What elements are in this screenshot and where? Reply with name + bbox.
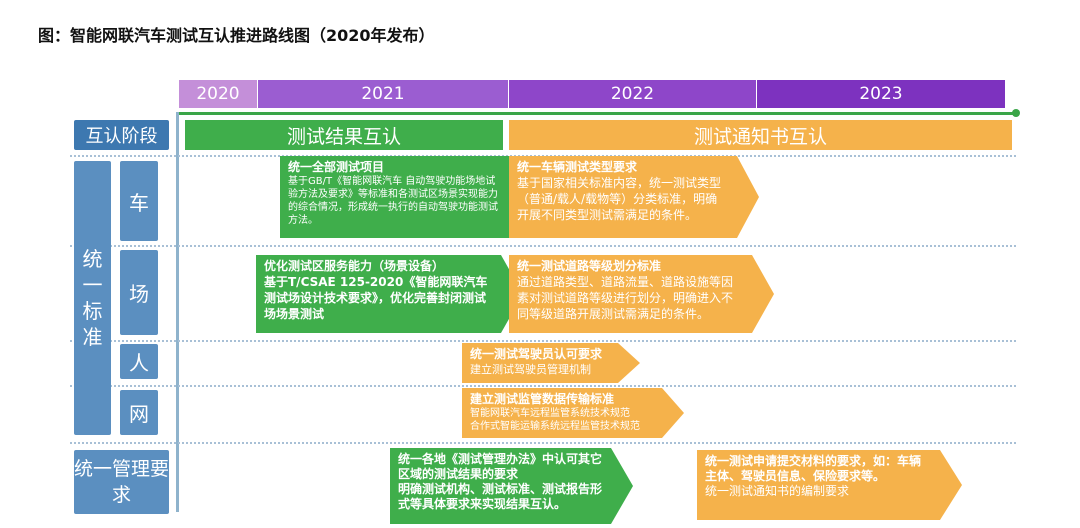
car-test-type-title: 统一车辆测试类型要求 [517,160,638,174]
management-rules-title: 统一各地《测试管理办法》中认可其它区域的测试结果的要求 [398,452,603,481]
application-materials-title: 统一测试申请提交材料的要求，如：车辆主体、驾驶员信息、保险要求等。 [705,454,922,483]
phase-label: 互认阶段 [74,120,169,150]
category-car: 车 [120,161,158,241]
car-test-type-arrow: 统一车辆测试类型要求 基于国家相关标准内容，统一测试类型（普通/载人/载物等）分… [509,156,759,238]
vertical-axis-line [176,112,179,512]
row-separator [70,245,1016,247]
driver-approval-title: 统一测试驾驶员认可要求 [470,347,603,361]
management-label: 统一管理要求 [74,450,169,514]
year-2022: 2022 [509,80,756,108]
timeline-line [176,112,1016,115]
management-rules-body: 明确测试机构、测试标准、测试报告形式等具体要求来实现结果互认。 [398,482,603,511]
phase-mutual-notice: 测试通知书互认 [509,120,1012,150]
data-transmission-body: 智能网联汽车远程监管系统技术规范 合作式智能运输系统远程监管技术规范 [470,408,640,432]
car-test-items-arrow: 统一全部测试项目 基于GB/T《智能网联汽车 自动驾驶功能场地试验方法及要求》等… [280,156,533,238]
year-2020: 2020 [179,80,257,108]
car-test-type-body: 基于国家相关标准内容，统一测试类型（普通/载人/载物等）分类标准，明确开展不同类… [517,176,722,222]
driver-approval-body: 建立测试驾驶员管理机制 [470,363,591,376]
category-site: 场 [120,250,158,335]
driver-approval-arrow: 统一测试驾驶员认可要求 建立测试驾驶员管理机制 [462,343,640,383]
row-separator [70,385,1016,387]
site-service-title: 优化测试区服务能力（场景设备） [264,259,445,273]
site-service-body: 基于T/CSAE 125-2020《智能网联汽车测试场设计技术要求》，优化完善封… [264,275,488,321]
category-person: 人 [120,344,158,379]
standard-label: 统一标准 [74,161,111,435]
row-separator [70,442,1016,444]
application-materials-body: 统一测试通知书的编制要求 [705,484,850,498]
category-network: 网 [120,390,158,435]
application-materials-arrow: 统一测试申请提交材料的要求，如：车辆主体、驾驶员信息、保险要求等。 统一测试通知… [697,450,962,520]
management-rules-arrow: 统一各地《测试管理办法》中认可其它区域的测试结果的要求 明确测试机构、测试标准、… [390,448,633,524]
year-2023: 2023 [757,80,1005,108]
year-2021: 2021 [258,80,508,108]
page-title: 图：智能网联汽车测试互认推进路线图（2020年发布） [38,26,435,45]
car-test-items-title: 统一全部测试项目 [288,160,385,174]
road-level-title: 统一测试道路等级划分标准 [517,259,662,273]
phase-mutual-results: 测试结果互认 [185,120,503,150]
road-level-arrow: 统一测试道路等级划分标准 通过道路类型、道路流量、道路设施等因素对测试道路等级进… [509,255,774,333]
data-transmission-title: 建立测试监管数据传输标准 [470,392,615,406]
data-transmission-arrow: 建立测试监管数据传输标准 智能网联汽车远程监管系统技术规范 合作式智能运输系统远… [462,388,684,438]
site-service-arrow: 优化测试区服务能力（场景设备） 基于T/CSAE 125-2020《智能网联汽车… [256,255,523,333]
timeline-end-dot [1012,109,1020,117]
road-level-body: 通过道路类型、道路流量、道路设施等因素对测试道路等级进行划分，明确进入不同等级道… [517,275,734,321]
row-separator [70,340,1016,342]
car-test-items-body: 基于GB/T《智能网联汽车 自动驾驶功能场地试验方法及要求》等标准和各测试区场景… [288,176,498,226]
